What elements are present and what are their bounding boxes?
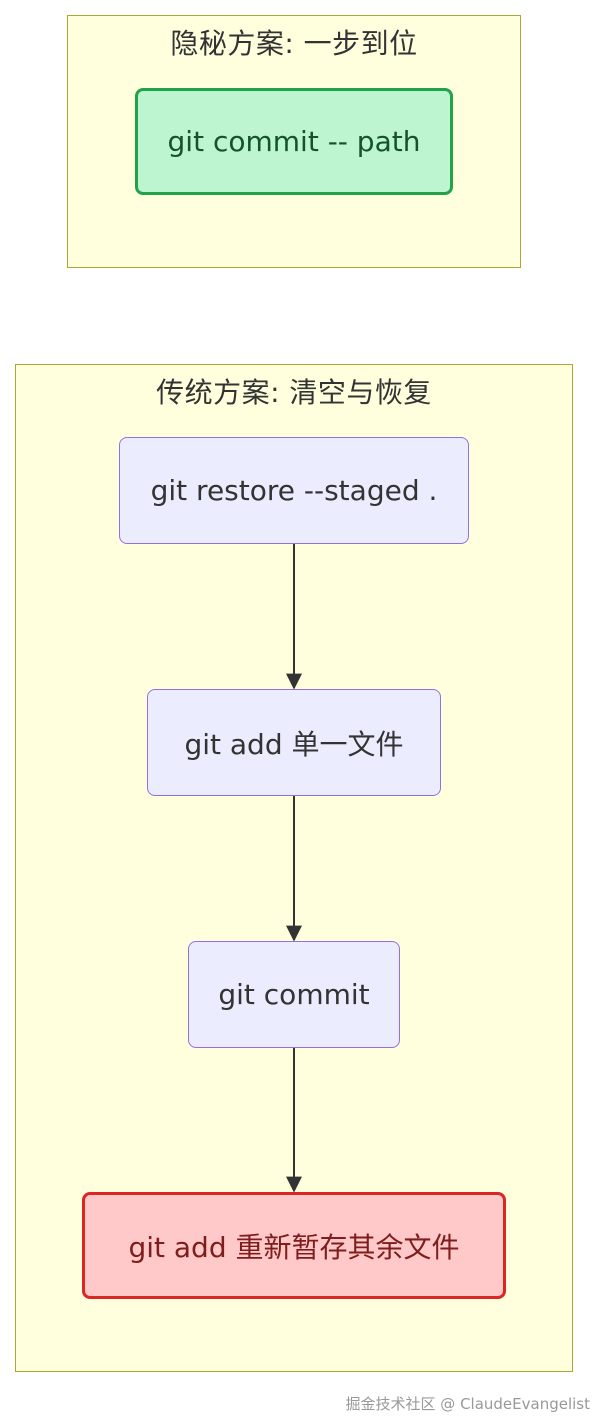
cluster-title-traditional: 传统方案: 清空与恢复 <box>156 376 432 409</box>
node-git-commit[interactable]: git commit <box>188 941 400 1048</box>
cluster-title-hidden: 隐秘方案: 一步到位 <box>170 27 418 60</box>
node-git-commit-path[interactable]: git commit -- path <box>135 88 453 195</box>
node-label: git commit <box>218 978 370 1011</box>
node-label: git add 单一文件 <box>184 727 404 761</box>
node-label: git add 重新暂存其余文件 <box>128 1230 460 1264</box>
watermark: 掘金技术社区 @ ClaudeEvangelist <box>345 1395 590 1413</box>
node-label: git commit -- path <box>167 125 421 158</box>
node-git-add-single-file[interactable]: git add 单一文件 <box>147 689 441 796</box>
node-git-add-rest[interactable]: git add 重新暂存其余文件 <box>82 1192 506 1299</box>
node-git-restore-staged[interactable]: git restore --staged . <box>119 437 469 544</box>
node-label: git restore --staged . <box>150 474 438 507</box>
